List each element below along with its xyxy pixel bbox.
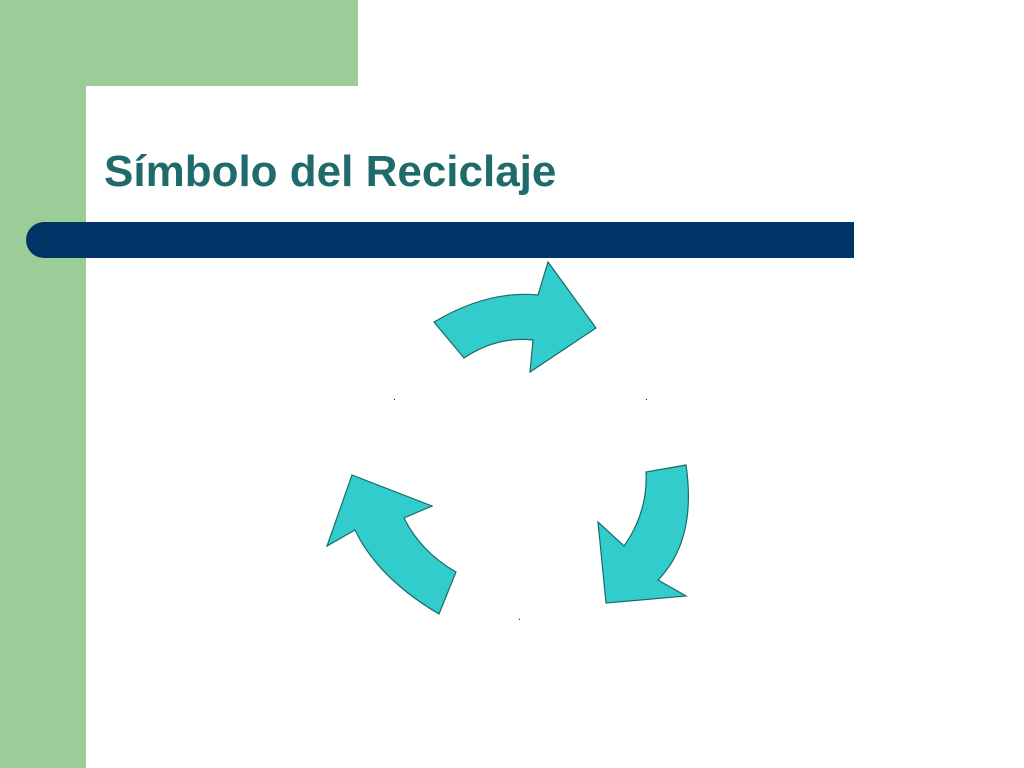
cycle-arrow-top-icon xyxy=(433,260,597,374)
title-underline-bar xyxy=(26,222,854,258)
decorative-green-sidebar xyxy=(0,0,86,768)
cycle-arrow-right-icon xyxy=(597,464,689,604)
cycle-node-label-right: . xyxy=(645,392,648,403)
cycle-arrow-left-icon xyxy=(325,474,457,615)
slide-title: Símbolo del Reciclaje xyxy=(104,147,557,196)
cycle-node-label-bottom: . xyxy=(518,612,521,623)
content-area xyxy=(86,86,1024,768)
cycle-node-label-left: . xyxy=(393,392,396,403)
